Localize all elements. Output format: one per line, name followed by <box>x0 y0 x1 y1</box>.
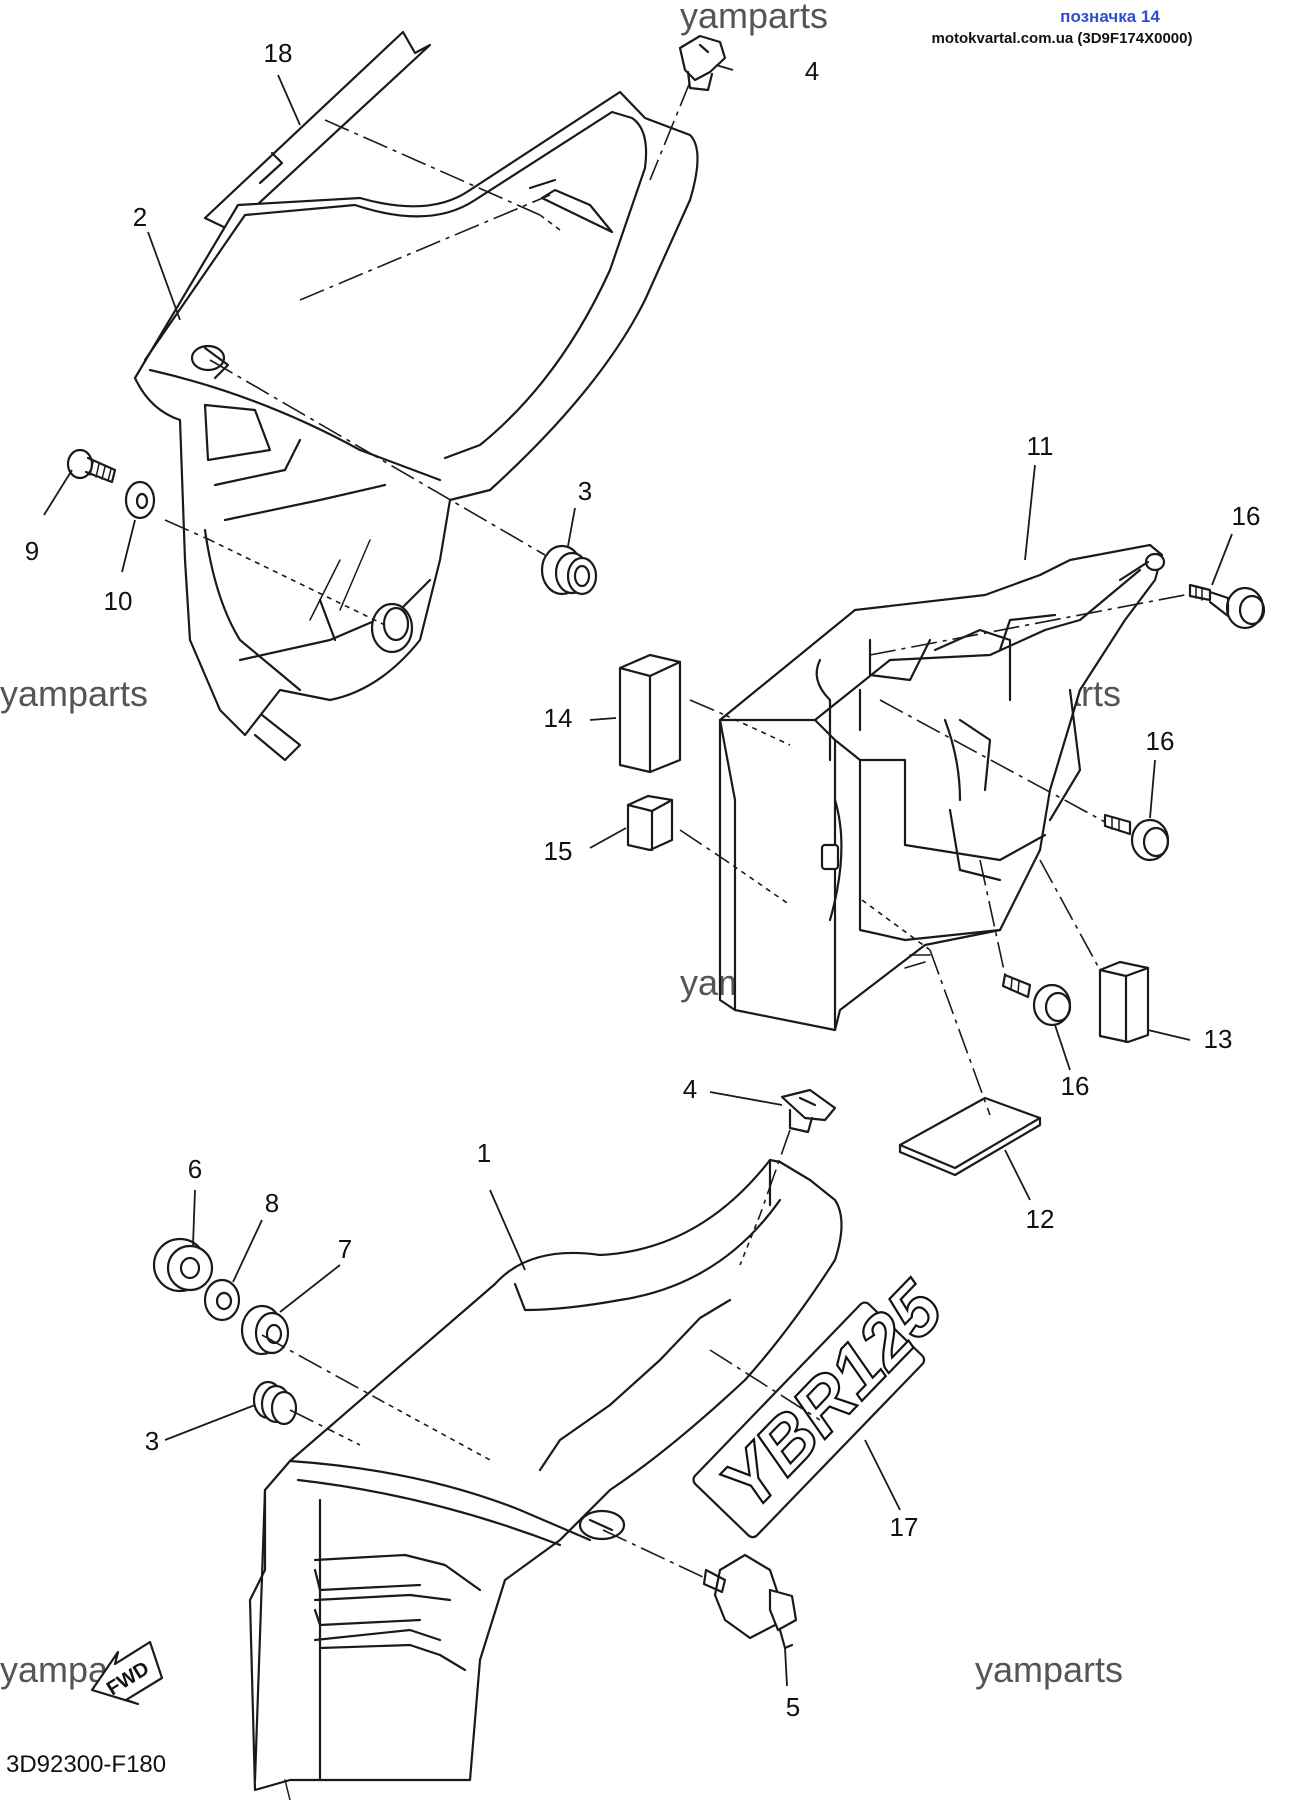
pad-part-15 <box>626 794 674 852</box>
watermark-top: yamparts <box>680 0 828 36</box>
callout-1: 1 <box>477 1138 491 1168</box>
pad-part-13 <box>1098 960 1150 1044</box>
callout-11: 11 <box>1027 431 1054 461</box>
callout-15: 15 <box>544 836 573 866</box>
washer-part-8 <box>203 1278 241 1322</box>
callout-8: 8 <box>265 1188 279 1218</box>
leader-lines <box>43 64 1233 1687</box>
lower-side-cover-part-1 <box>248 1158 843 1800</box>
bolt-part-16-c <box>1001 973 1072 1027</box>
upper-side-cover-part-2 <box>133 90 699 762</box>
watermark-bottom-right: yamparts <box>975 1649 1123 1690</box>
callout-16-a: 16 <box>1232 501 1261 531</box>
callout-13: 13 <box>1204 1024 1233 1054</box>
drawing-code: 3D92300-F180 <box>6 1751 166 1778</box>
cover-lock-part-5 <box>702 1553 798 1650</box>
clip-nut-part-4-top <box>678 34 727 92</box>
bolt-part-9 <box>66 448 117 484</box>
plate-part-12 <box>898 1096 1042 1177</box>
watermark-left: yamparts <box>0 673 148 714</box>
callout-2: 2 <box>133 202 147 232</box>
grommet-part-7 <box>240 1304 290 1356</box>
callout-14: 14 <box>544 703 573 733</box>
clip-nut-part-4-bottom <box>780 1088 837 1134</box>
callout-7: 7 <box>338 1234 352 1264</box>
fwd-arrow-icon: FWD <box>90 1640 164 1706</box>
pad-part-14 <box>618 653 682 774</box>
grommet-part-3-bottom <box>252 1380 298 1426</box>
callout-4-bottom: 4 <box>683 1074 697 1104</box>
header-subtitle: motokvartal.com.ua (3D9F174X0000) <box>932 30 1193 47</box>
callout-numbers: 18 4 2 3 9 10 11 16 16 16 14 15 13 12 4 … <box>25 38 1261 1722</box>
washer-part-10 <box>124 480 156 520</box>
callout-16-b: 16 <box>1146 726 1175 756</box>
grommet-part-3-top <box>540 544 598 596</box>
header-title[interactable]: позначка 14 <box>1060 7 1160 26</box>
callout-4-top: 4 <box>805 56 819 86</box>
callout-3-bottom: 3 <box>145 1426 159 1456</box>
callout-12: 12 <box>1026 1204 1055 1234</box>
bolt-part-16-a <box>1188 583 1266 630</box>
callout-18: 18 <box>264 38 293 68</box>
assembly-lines <box>164 81 1191 1579</box>
nut-part-6 <box>152 1237 214 1293</box>
callout-6: 6 <box>188 1154 202 1184</box>
callout-17: 17 <box>890 1512 919 1542</box>
callout-3-top: 3 <box>578 476 592 506</box>
callout-9: 9 <box>25 536 39 566</box>
battery-box-part-11 <box>718 543 1166 1032</box>
callout-5: 5 <box>786 1692 800 1722</box>
callout-10: 10 <box>104 586 133 616</box>
bolt-part-16-b <box>1103 813 1170 862</box>
callout-16-c: 16 <box>1061 1071 1090 1101</box>
